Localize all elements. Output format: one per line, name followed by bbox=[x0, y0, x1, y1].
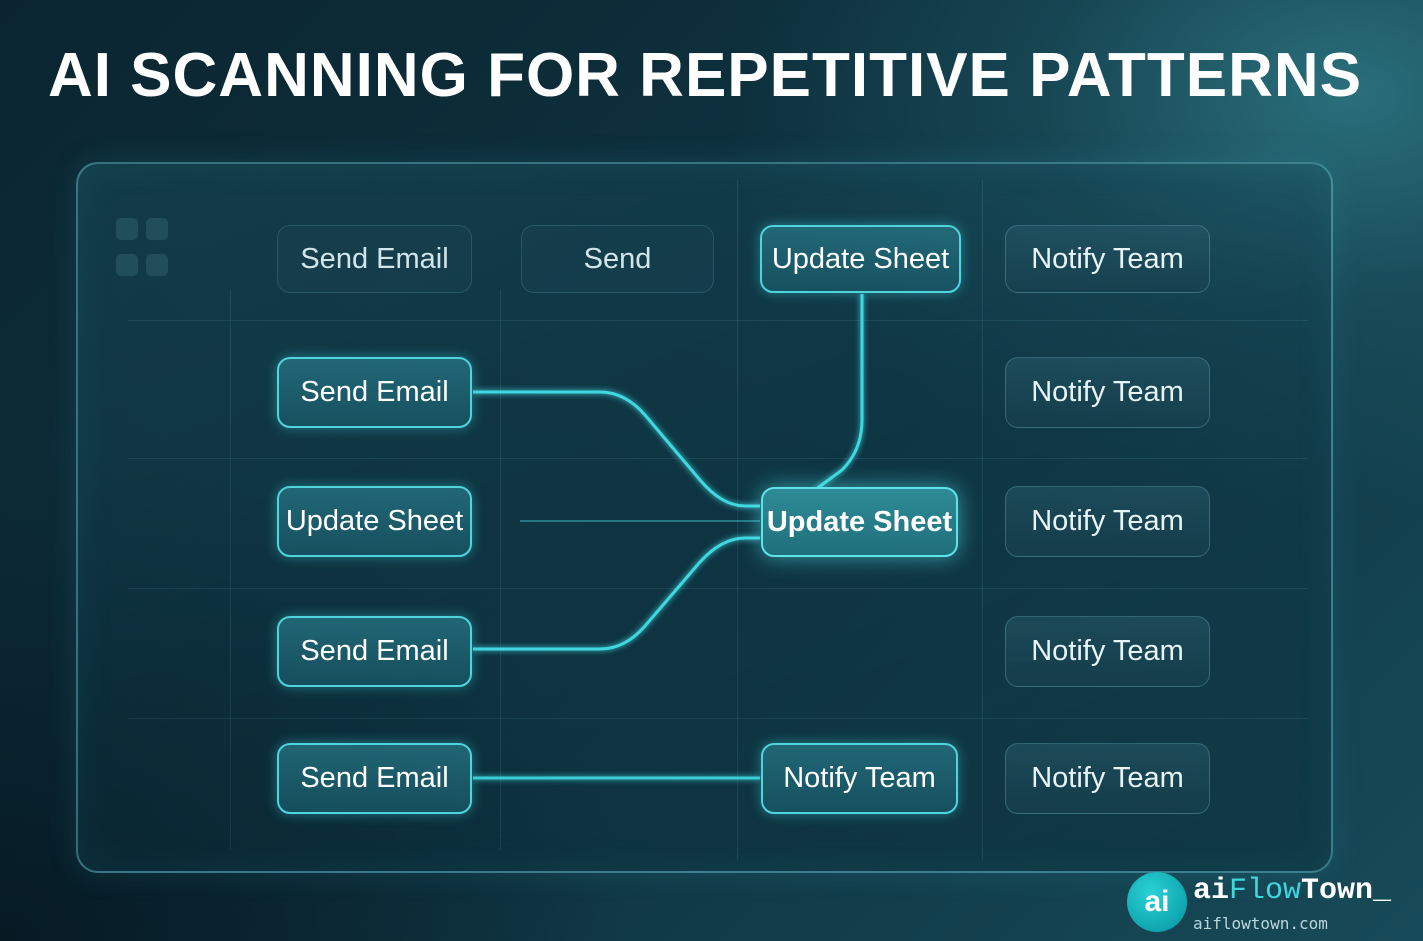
brand-logo: ai aiFlowTown_ aiflowtown.com bbox=[1127, 870, 1417, 934]
node-notify-team[interactable]: Notify Team bbox=[1005, 616, 1210, 687]
node-notify-team[interactable]: Notify Team bbox=[1005, 225, 1210, 293]
node-update-sheet-detected[interactable]: Update Sheet bbox=[761, 487, 958, 557]
grid-line bbox=[230, 290, 231, 850]
node-update-sheet[interactable]: Update Sheet bbox=[760, 225, 961, 293]
node-notify-team[interactable]: Notify Team bbox=[1005, 486, 1210, 557]
brand-name-part: Flow bbox=[1229, 874, 1302, 908]
grid-line bbox=[982, 180, 983, 860]
grid-line bbox=[128, 320, 1308, 321]
grid-line bbox=[500, 290, 501, 850]
node-send-email[interactable]: Send Email bbox=[277, 225, 472, 293]
grid-app-icon bbox=[116, 218, 170, 276]
grid-line bbox=[737, 180, 738, 860]
grid-line bbox=[128, 458, 1308, 459]
node-send[interactable]: Send bbox=[521, 225, 714, 293]
node-send-email[interactable]: Send Email bbox=[277, 357, 472, 428]
node-update-sheet[interactable]: Update Sheet bbox=[277, 486, 472, 557]
node-notify-team[interactable]: Notify Team bbox=[761, 743, 958, 814]
brand-name: aiFlowTown_ bbox=[1193, 874, 1391, 908]
node-send-email[interactable]: Send Email bbox=[277, 743, 472, 814]
node-notify-team[interactable]: Notify Team bbox=[1005, 743, 1210, 814]
brand-badge: ai bbox=[1127, 872, 1187, 932]
page-title: AI SCANNING FOR REPETITIVE PATTERNS bbox=[47, 41, 1363, 110]
node-notify-team[interactable]: Notify Team bbox=[1005, 357, 1210, 428]
grid-line bbox=[128, 718, 1308, 719]
brand-url: aiflowtown.com bbox=[1193, 914, 1328, 933]
grid-line bbox=[128, 588, 1308, 589]
brand-name-part: Town_ bbox=[1301, 874, 1392, 908]
brand-name-part: ai bbox=[1193, 874, 1230, 908]
node-send-email[interactable]: Send Email bbox=[277, 616, 472, 687]
